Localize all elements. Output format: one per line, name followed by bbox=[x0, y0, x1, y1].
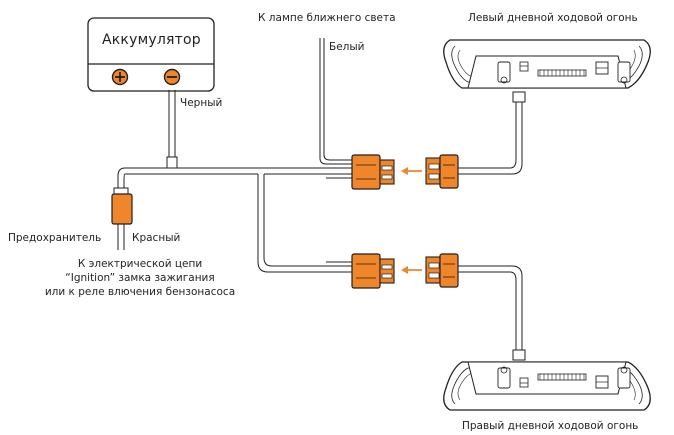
right-lamp-grommet bbox=[512, 349, 526, 361]
white-wire-label: Белый bbox=[329, 41, 365, 53]
ignition-label-line2: “Ignition” замка зажигания bbox=[65, 272, 215, 284]
main-harness bbox=[117, 167, 320, 188]
upper-connector-male bbox=[351, 154, 395, 190]
right-drl-lamp bbox=[443, 361, 651, 411]
low-beam-label: К лампе ближнего света bbox=[258, 12, 396, 24]
white-wire bbox=[319, 38, 352, 165]
red-wire-label: Красный bbox=[132, 232, 181, 244]
right-lamp-cable bbox=[458, 265, 523, 350]
black-wire bbox=[168, 90, 176, 157]
lower-connector-female bbox=[425, 253, 459, 288]
red-wire bbox=[117, 224, 125, 250]
wire-junction bbox=[166, 156, 178, 169]
upper-arrow-icon bbox=[401, 167, 422, 175]
fuse-label: Предохранитель bbox=[8, 232, 102, 244]
lower-connector-male bbox=[351, 253, 395, 289]
ignition-label-line1: К электрической цепи bbox=[77, 258, 203, 270]
lower-connector-leads bbox=[320, 261, 352, 273]
left-drl-label: Левый дневной ходовой огонь bbox=[468, 12, 638, 24]
right-drl-label: Правый дневной ходовой огонь bbox=[462, 420, 639, 432]
lower-arrow-icon bbox=[401, 266, 422, 274]
wires bbox=[117, 38, 526, 361]
black-wire-label: Черный bbox=[180, 97, 223, 109]
battery-body bbox=[87, 17, 215, 92]
battery bbox=[87, 17, 215, 92]
lower-branch bbox=[257, 174, 320, 273]
positive-terminal-icon bbox=[111, 68, 129, 86]
left-drl-lamp bbox=[443, 39, 651, 89]
negative-terminal-icon bbox=[163, 68, 181, 86]
left-lamp-grommet bbox=[512, 91, 526, 103]
upper-connector-female bbox=[425, 154, 459, 189]
battery-title: Аккумулятор bbox=[102, 32, 201, 48]
left-lamp-cable bbox=[458, 102, 523, 175]
upper-connector-leads bbox=[320, 167, 352, 179]
fuse bbox=[111, 187, 133, 225]
ignition-label-line3: или к реле влючения бензонасоса bbox=[44, 286, 236, 298]
